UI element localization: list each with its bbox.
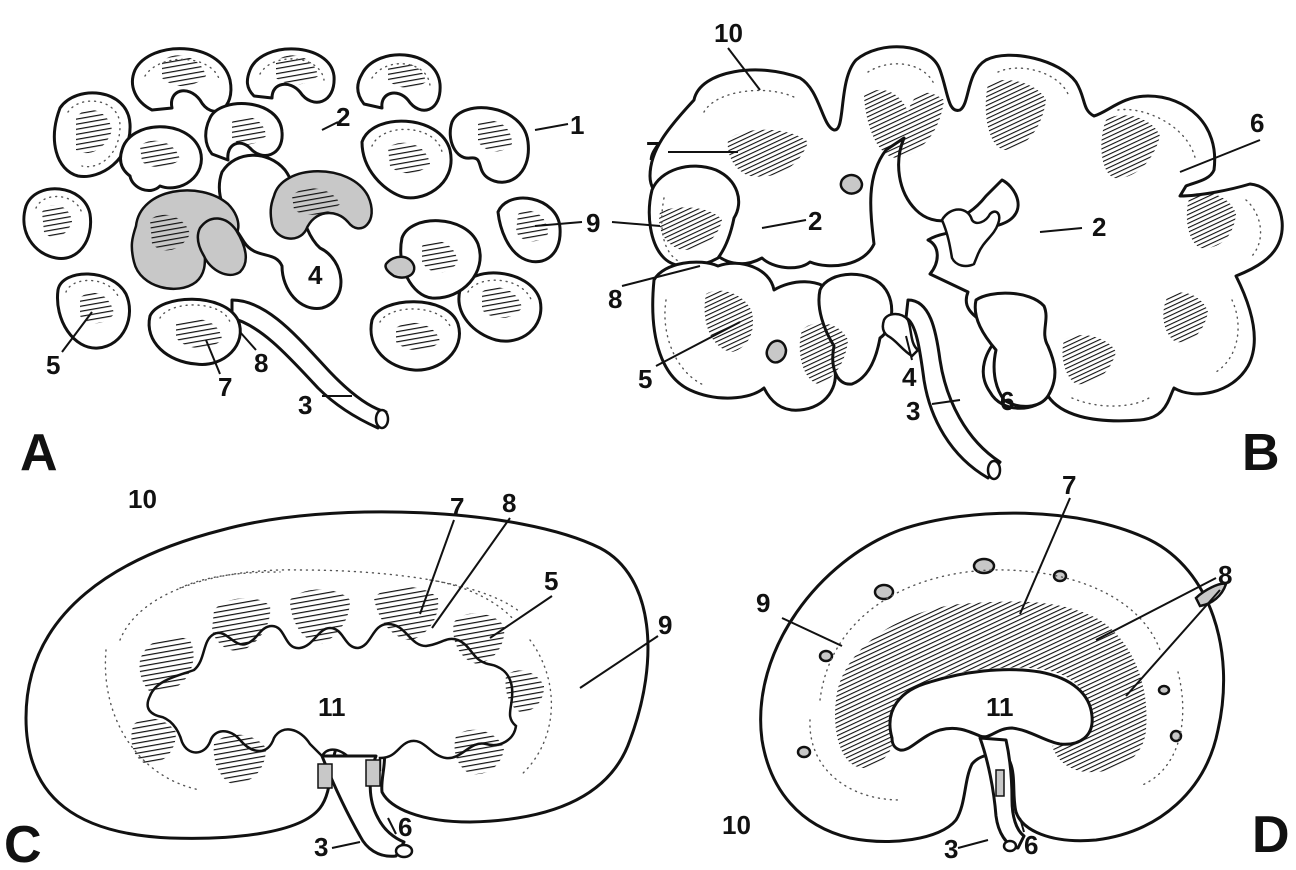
panel-a-label-4: 4	[308, 260, 323, 290]
panel-d-letter: D	[1252, 806, 1290, 864]
panel-b-label-3: 3	[906, 396, 920, 426]
panel-a-label-2: 2	[336, 102, 350, 132]
panel-c: 10 7 8 5 9 11 3 6 C	[4, 484, 672, 870]
panel-a-label-1: 1	[570, 110, 584, 140]
panel-c-letter: C	[4, 816, 42, 870]
panel-a-grey-small	[385, 257, 414, 278]
panel-d-label-6: 6	[1024, 830, 1038, 860]
panel-b-ureter-opening	[988, 461, 1000, 479]
panel-b-label-2-right: 2	[1092, 212, 1106, 242]
panel-c-ureter-opening	[396, 845, 412, 857]
panel-d-ureter-opening	[1004, 841, 1016, 851]
panel-d-label-7: 7	[1062, 470, 1076, 500]
panel-c-label-11: 11	[318, 692, 346, 722]
panel-d: 7 8 9 11 10 3 6 D	[722, 470, 1290, 864]
panel-c-label-10: 10	[128, 484, 157, 514]
panel-d-label-3: 3	[944, 834, 958, 864]
panel-c-label-9: 9	[658, 610, 672, 640]
panel-a-label-3: 3	[298, 390, 312, 420]
panel-d-label-10: 10	[722, 810, 751, 840]
panel-b-letter: B	[1242, 424, 1280, 482]
panel-a-label-7: 7	[218, 372, 232, 402]
panel-b-label-9: 9	[586, 208, 600, 238]
panel-b-label-5: 5	[638, 364, 652, 394]
panel-c-ureter-band-left	[318, 764, 332, 788]
panel-b-label-6-lower: 6	[1000, 386, 1014, 416]
panel-d-label-9: 9	[756, 588, 770, 618]
panel-b-label-10: 10	[714, 18, 743, 48]
panel-d-label-11: 11	[986, 692, 1014, 722]
panel-b-label-4: 4	[902, 362, 917, 392]
panel-a-letter: A	[20, 424, 58, 482]
panel-b-label-7: 7	[646, 136, 660, 166]
panel-c-label-6: 6	[398, 812, 412, 842]
panel-a-ureter-opening	[376, 410, 388, 428]
panel-c-ureter-band-right	[366, 760, 380, 786]
panel-c-label-7: 7	[450, 492, 464, 522]
panel-a-label-5: 5	[46, 350, 60, 380]
panel-b-label-8: 8	[608, 284, 622, 314]
panel-a-label-8: 8	[254, 348, 268, 378]
panel-b-small-bud	[841, 175, 862, 194]
panel-c-label-8: 8	[502, 488, 516, 518]
panel-a: 1 2 3 4 5 7 8 A	[20, 49, 584, 482]
panel-b-label-2-left: 2	[808, 206, 822, 236]
panel-b-bud-lower	[767, 341, 786, 363]
panel-d-label-8: 8	[1218, 560, 1232, 590]
panel-c-label-3: 3	[314, 832, 328, 862]
panel-c-label-5: 5	[544, 566, 558, 596]
panel-d-ureter-band	[996, 770, 1004, 796]
panel-b-label-6-upper: 6	[1250, 108, 1264, 138]
panel-b: 10 7 9 8 2 2 5 4 3 6 6 B	[586, 18, 1282, 482]
